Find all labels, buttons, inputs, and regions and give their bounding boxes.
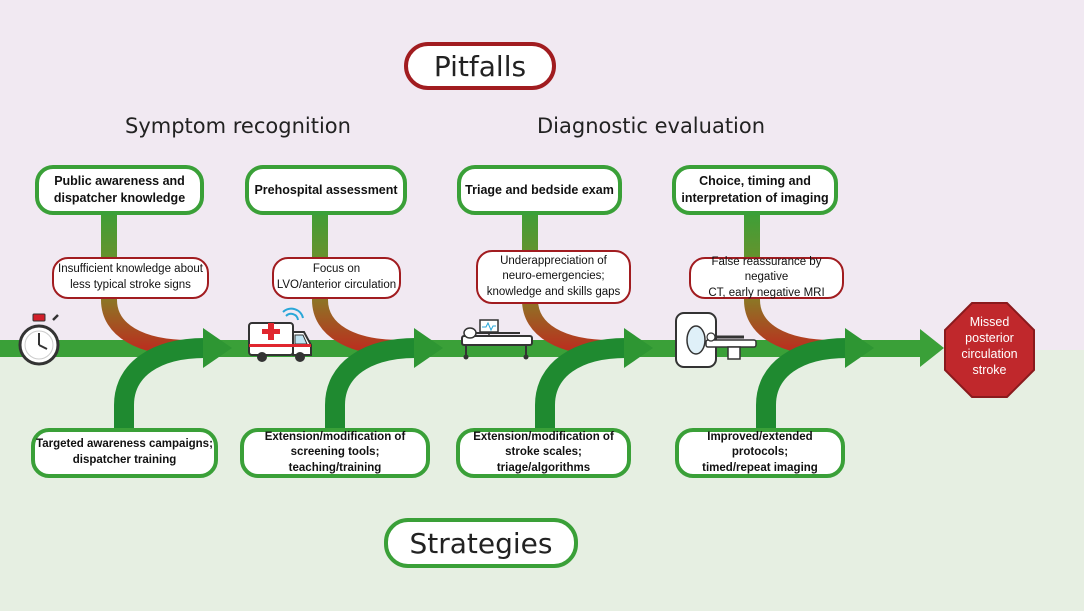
endpoint-line2: posterior xyxy=(965,331,1014,345)
stop-sign-icon xyxy=(944,302,1035,398)
pitfall-3-line1: Underappreciation of xyxy=(500,254,607,267)
ambulance-icon xyxy=(248,307,312,362)
merge-arrowhead-1 xyxy=(203,328,232,368)
strategy-1-line1: Targeted awareness campaigns; xyxy=(36,438,213,451)
pitfall-4-line2: CT, early negative MRI xyxy=(708,286,825,299)
endpoint-line4: stroke xyxy=(972,363,1006,377)
pitfall-box-insufficient-knowledge: Insufficient knowledge about less typical… xyxy=(52,257,209,299)
endpoint-line3: circulation xyxy=(961,347,1017,361)
mri-scanner-icon xyxy=(675,312,757,368)
strategy-1-line2: dispatcher training xyxy=(72,454,177,466)
step-4-line2: interpretation of imaging xyxy=(681,191,829,205)
strategy-4-line2: timed/repeat imaging xyxy=(702,461,818,474)
section-symptom-recognition: Symptom recognition xyxy=(125,114,351,138)
endpoint-line1: Missed xyxy=(970,315,1010,329)
strategy-3-line2: stroke scales; triage/algorithms xyxy=(496,446,591,474)
merge-arrowhead-4 xyxy=(845,328,874,368)
pitfall-1-line1: Insufficient knowledge about xyxy=(58,263,203,276)
merge-arrowhead-2 xyxy=(414,328,443,368)
pitfall-3-line3: knowledge and skills gaps xyxy=(486,285,621,298)
pitfall-3-line2: neuro-emergencies; xyxy=(502,270,605,283)
step-box-prehospital-assessment: Prehospital assessment xyxy=(245,165,407,215)
strategy-4-line1: Improved/extended protocols; xyxy=(707,430,813,459)
strategy-box-awareness-campaigns: Targeted awareness campaigns; dispatcher … xyxy=(31,428,218,478)
strategies-title: Strategies xyxy=(384,518,578,568)
step-3-line1: Triage and bedside exam xyxy=(465,182,614,197)
pitfall-2-line2: LVO/anterior circulation xyxy=(276,279,397,291)
strategy-2-line2: screening tools; teaching/training xyxy=(288,446,382,474)
stopwatch-icon xyxy=(18,313,60,366)
pitfalls-title: Pitfalls xyxy=(404,42,556,90)
strategy-3-line1: Extension/modification of xyxy=(473,430,614,443)
merge-arrowhead-3 xyxy=(624,328,653,368)
pitfall-4-line1: False reassurance by negative xyxy=(711,255,822,284)
hospital-bed-icon xyxy=(461,319,533,360)
strategy-curve-1 xyxy=(114,338,206,434)
strategy-box-stroke-scales: Extension/modification of stroke scales; … xyxy=(456,428,631,478)
step-box-imaging: Choice, timing and interpretation of imag… xyxy=(672,165,838,215)
pitfall-box-lvo-focus: Focus on LVO/anterior circulation xyxy=(272,257,401,299)
strategy-curve-4 xyxy=(756,338,848,434)
step-box-triage-bedside: Triage and bedside exam xyxy=(457,165,622,215)
pitfall-1-line2: less typical stroke signs xyxy=(70,279,191,291)
strategy-box-screening-tools: Extension/modification of screening tools… xyxy=(240,428,430,478)
section-diagnostic-evaluation: Diagnostic evaluation xyxy=(537,114,766,138)
step-1-line2: dispatcher knowledge xyxy=(53,191,186,205)
pitfall-box-underappreciation: Underappreciation of neuro-emergencies; kn… xyxy=(476,250,631,304)
strategy-2-line1: Extension/modification of xyxy=(264,430,406,443)
strategy-box-imaging-protocols: Improved/extended protocols; timed/repeat… xyxy=(675,428,845,478)
step-1-line1: Public awareness and xyxy=(54,174,185,189)
pitfall-2-line1: Focus on xyxy=(312,263,361,276)
step-4-line1: Choice, timing and xyxy=(699,174,811,189)
step-2-line1: Prehospital assessment xyxy=(254,182,398,197)
step-box-public-awareness: Public awareness and dispatcher knowledge xyxy=(35,165,204,215)
strategy-curve-3 xyxy=(535,338,627,434)
strategy-curve-2 xyxy=(325,338,417,434)
timeline-arrowhead xyxy=(920,329,944,367)
